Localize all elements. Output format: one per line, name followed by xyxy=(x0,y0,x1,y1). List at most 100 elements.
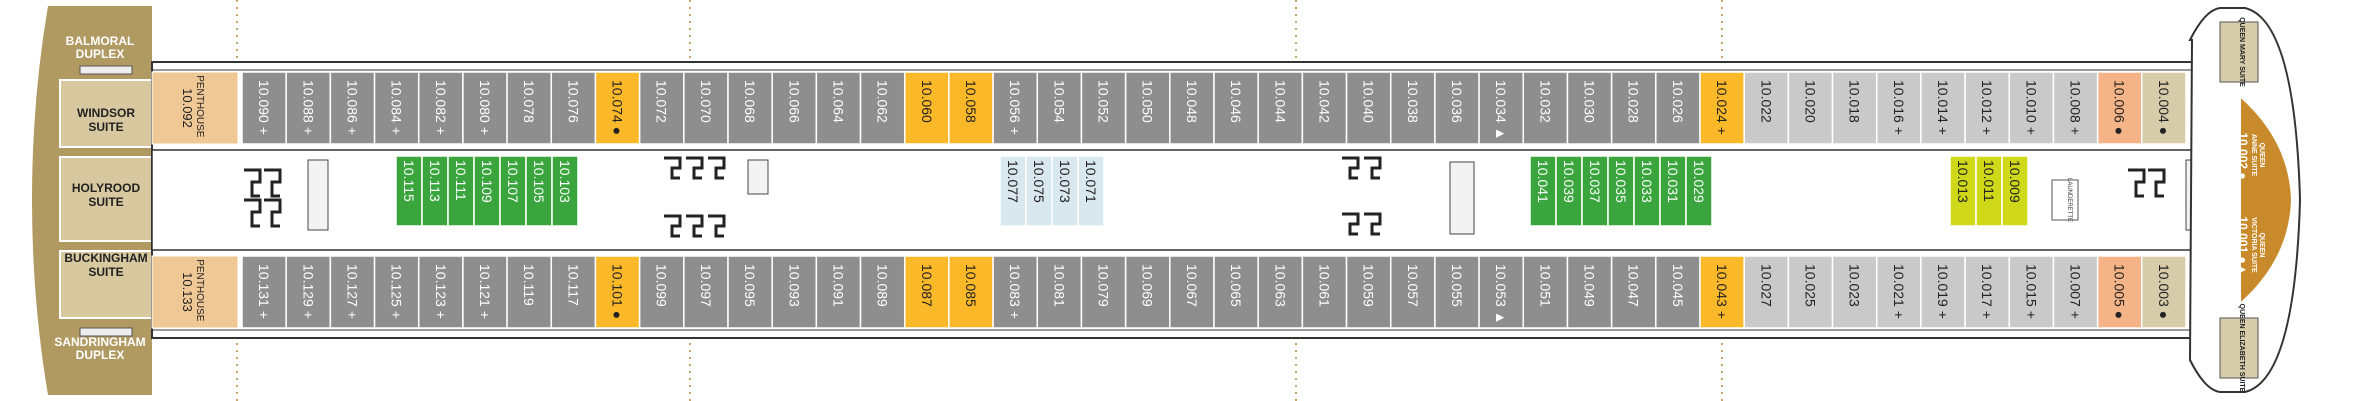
bottom-row-cabin[interactable] xyxy=(727,255,773,329)
top-row-cabin[interactable] xyxy=(550,71,597,145)
bottom-row-cabin[interactable] xyxy=(1831,255,1878,329)
bottom-row-cabin[interactable] xyxy=(1964,255,2011,329)
bottom-row-cabin[interactable] xyxy=(2096,255,2143,329)
bottom-row-cabin[interactable] xyxy=(1213,255,1259,329)
bottom-row-cabin[interactable] xyxy=(1080,255,1127,329)
cabin-row-bottom: 10.131 +10.129 +10.127 +10.125 +10.123 +… xyxy=(241,255,2187,329)
top-row-cabin[interactable] xyxy=(285,71,332,145)
top-row-cabin[interactable] xyxy=(2096,71,2143,145)
top-row-cabin[interactable] xyxy=(1124,71,1171,145)
top-row-cabin[interactable] xyxy=(1964,71,2011,145)
bottom-row-cabin[interactable] xyxy=(992,255,1039,329)
bottom-row-cabin-label: 10.087 xyxy=(919,264,935,307)
top-row-cabin[interactable] xyxy=(1434,71,1480,145)
bottom-row-cabin[interactable] xyxy=(1875,255,1922,329)
bottom-row-cabin[interactable] xyxy=(815,255,862,329)
top-row-cabin-label: 10.044 xyxy=(1272,80,1288,123)
bottom-row-cabin[interactable] xyxy=(1345,255,1392,329)
top-row-cabin[interactable] xyxy=(1301,71,1348,145)
holyrood-suite-block[interactable] xyxy=(59,156,153,242)
top-row-cabin[interactable] xyxy=(373,71,420,145)
top-row-cabin[interactable] xyxy=(815,71,862,145)
inner-cabin[interactable] xyxy=(1633,155,1661,227)
top-row-cabin[interactable] xyxy=(1036,71,1083,145)
bottom-row-cabin[interactable] xyxy=(1169,255,1215,329)
top-row-cabin[interactable] xyxy=(462,71,508,145)
bottom-row-cabin[interactable] xyxy=(373,255,420,329)
inner-cabin[interactable] xyxy=(1025,155,1053,227)
bottom-row-cabin[interactable] xyxy=(1389,255,1436,329)
penthouse-top[interactable] xyxy=(151,71,239,145)
inner-cabin[interactable] xyxy=(1659,155,1687,227)
top-row-cabin[interactable] xyxy=(948,71,994,145)
top-row-cabin[interactable] xyxy=(1875,71,1922,145)
bottom-row-cabin[interactable] xyxy=(329,255,376,329)
bottom-row-cabin[interactable] xyxy=(859,255,906,329)
queen-elizabeth-suite[interactable] xyxy=(2219,317,2259,379)
bottom-row-cabin[interactable] xyxy=(1566,255,1613,329)
top-row-cabin[interactable] xyxy=(771,71,818,145)
queen-mary-suite[interactable] xyxy=(2219,21,2259,83)
bottom-row-cabin[interactable] xyxy=(1257,255,1304,329)
top-row-cabin[interactable] xyxy=(859,71,906,145)
top-row-cabin[interactable] xyxy=(683,71,729,145)
top-row-cabin-label: 10.084 + xyxy=(389,80,405,135)
inner-cabin[interactable] xyxy=(1581,155,1609,227)
bow-suite-area[interactable] xyxy=(2239,93,2294,307)
bottom-row-cabin[interactable] xyxy=(285,255,332,329)
top-row-cabin[interactable] xyxy=(2052,71,2099,145)
top-row-cabin[interactable] xyxy=(1213,71,1259,145)
top-row-cabin[interactable] xyxy=(594,71,641,145)
inner-cabin[interactable] xyxy=(395,155,423,227)
bottom-row-cabin[interactable] xyxy=(1743,255,1790,329)
top-row-cabin[interactable] xyxy=(1389,71,1436,145)
top-row-cabin[interactable] xyxy=(1787,71,1834,145)
inner-cabin[interactable] xyxy=(1607,155,1635,227)
inner-cabin-label: 10.031 xyxy=(1665,160,1681,203)
bottom-row-cabin[interactable] xyxy=(948,255,994,329)
inner-cabin[interactable] xyxy=(1949,155,1977,227)
bottom-row-cabin[interactable] xyxy=(1787,255,1834,329)
bottom-row-cabin[interactable] xyxy=(903,255,950,329)
bottom-row-cabin[interactable] xyxy=(1610,255,1657,329)
inner-cabin[interactable] xyxy=(1685,155,1713,227)
bottom-row-cabin[interactable] xyxy=(2141,255,2187,329)
top-row-cabin[interactable] xyxy=(1831,71,1878,145)
inner-cabin[interactable] xyxy=(1529,155,1557,227)
inner-cabin[interactable] xyxy=(2001,155,2029,227)
penthouse-bottom[interactable] xyxy=(151,255,239,329)
top-row-cabin[interactable] xyxy=(1566,71,1613,145)
bottom-row-cabin[interactable] xyxy=(1655,255,1701,329)
inner-cabin[interactable] xyxy=(525,155,553,227)
inner-cabin[interactable] xyxy=(551,155,579,227)
stair-aft-top xyxy=(79,65,133,75)
top-row-cabin[interactable] xyxy=(1080,71,1127,145)
bottom-row-cabin[interactable] xyxy=(1434,255,1480,329)
bottom-row-cabin[interactable] xyxy=(1522,255,1569,329)
bottom-row-cabin[interactable] xyxy=(506,255,553,329)
inner-cabin[interactable] xyxy=(1077,155,1105,227)
inner-cabin-label: 10.035 xyxy=(1613,160,1629,203)
inner-cabin[interactable] xyxy=(499,155,527,227)
top-row-cabin[interactable] xyxy=(1699,71,1745,145)
bottom-row-cabin[interactable] xyxy=(241,255,287,329)
top-row-cabin[interactable] xyxy=(1169,71,1215,145)
top-row-cabin-label: 10.040 xyxy=(1361,80,1377,123)
inner-cabin[interactable] xyxy=(447,155,475,227)
inner-cabin-label: 10.111 xyxy=(453,160,469,201)
top-row-cabin[interactable] xyxy=(903,71,950,145)
top-row-cabin[interactable] xyxy=(1743,71,1790,145)
top-row-cabin[interactable] xyxy=(727,71,773,145)
bottom-row-cabin[interactable] xyxy=(1301,255,1348,329)
top-row-cabin[interactable] xyxy=(992,71,1039,145)
top-row-cabin[interactable] xyxy=(2141,71,2187,145)
bottom-row-cabin[interactable] xyxy=(1478,255,1525,329)
inner-cabin[interactable] xyxy=(473,155,501,227)
bottom-row-cabin[interactable] xyxy=(594,255,641,329)
bottom-row-cabin-label: 10.025 xyxy=(1802,264,1818,307)
bottom-row-cabin[interactable] xyxy=(1124,255,1171,329)
bottom-row-cabin[interactable] xyxy=(1920,255,1966,329)
inner-cabin-label: 10.037 xyxy=(1587,160,1603,203)
top-row-cabin[interactable] xyxy=(1478,71,1525,145)
inner-cabin[interactable] xyxy=(1975,155,2003,227)
